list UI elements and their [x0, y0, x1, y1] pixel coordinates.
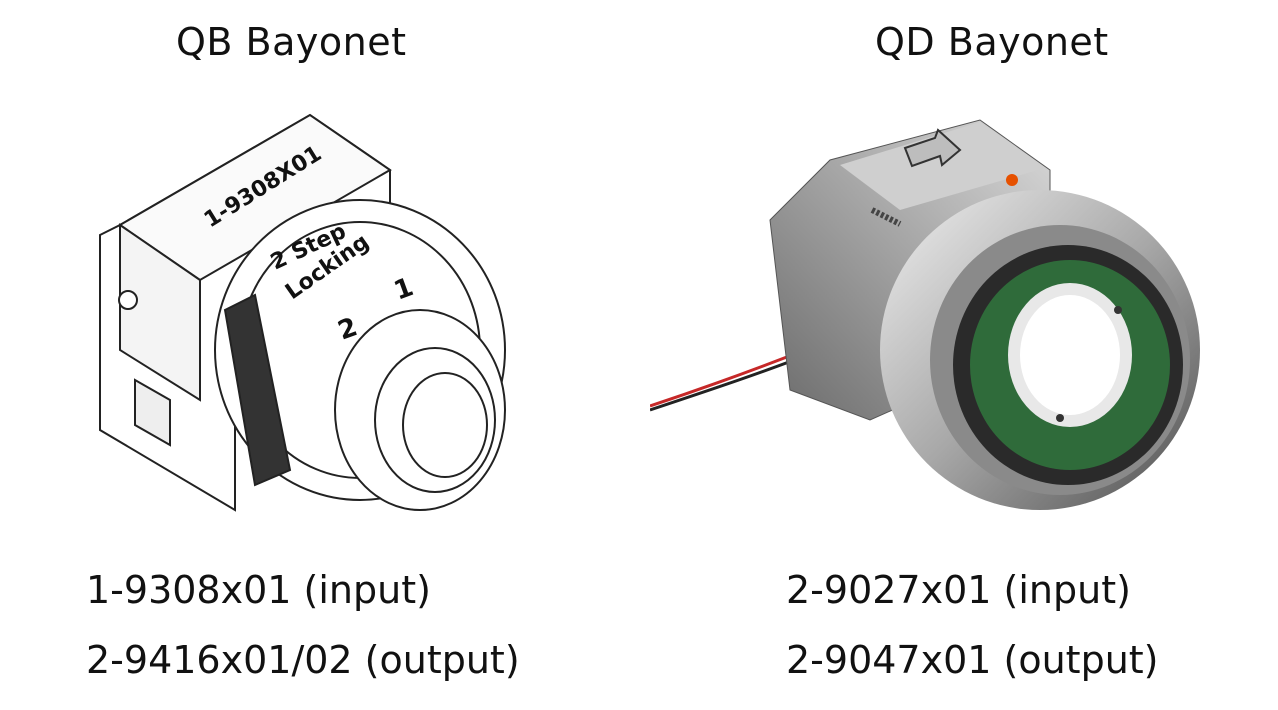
qd-output-caption: 2-9047x01 (output) [786, 638, 1159, 682]
qb-output-caption: 2-9416x01/02 (output) [86, 638, 520, 682]
qd-input-caption: 2-9027x01 (input) [786, 568, 1131, 612]
qd-spring [870, 207, 902, 227]
qb-side-hole [118, 290, 138, 310]
qb-slot [134, 378, 171, 447]
qb-body-front [119, 223, 201, 402]
qd-arrow-icon [903, 128, 962, 168]
qb-input-caption: 1-9308x01 (input) [86, 568, 431, 612]
qb-knurl [223, 293, 292, 487]
qb-bayonet-title: QB Bayonet [176, 20, 407, 64]
qb-bayonet-drawing: 1-9308X01 2 Step Locking 1 2 [99, 113, 506, 512]
qd-screw-orange [1006, 174, 1018, 186]
qd-bayonet-title: QD Bayonet [875, 20, 1109, 64]
qd-bayonet-photo [650, 119, 1200, 510]
